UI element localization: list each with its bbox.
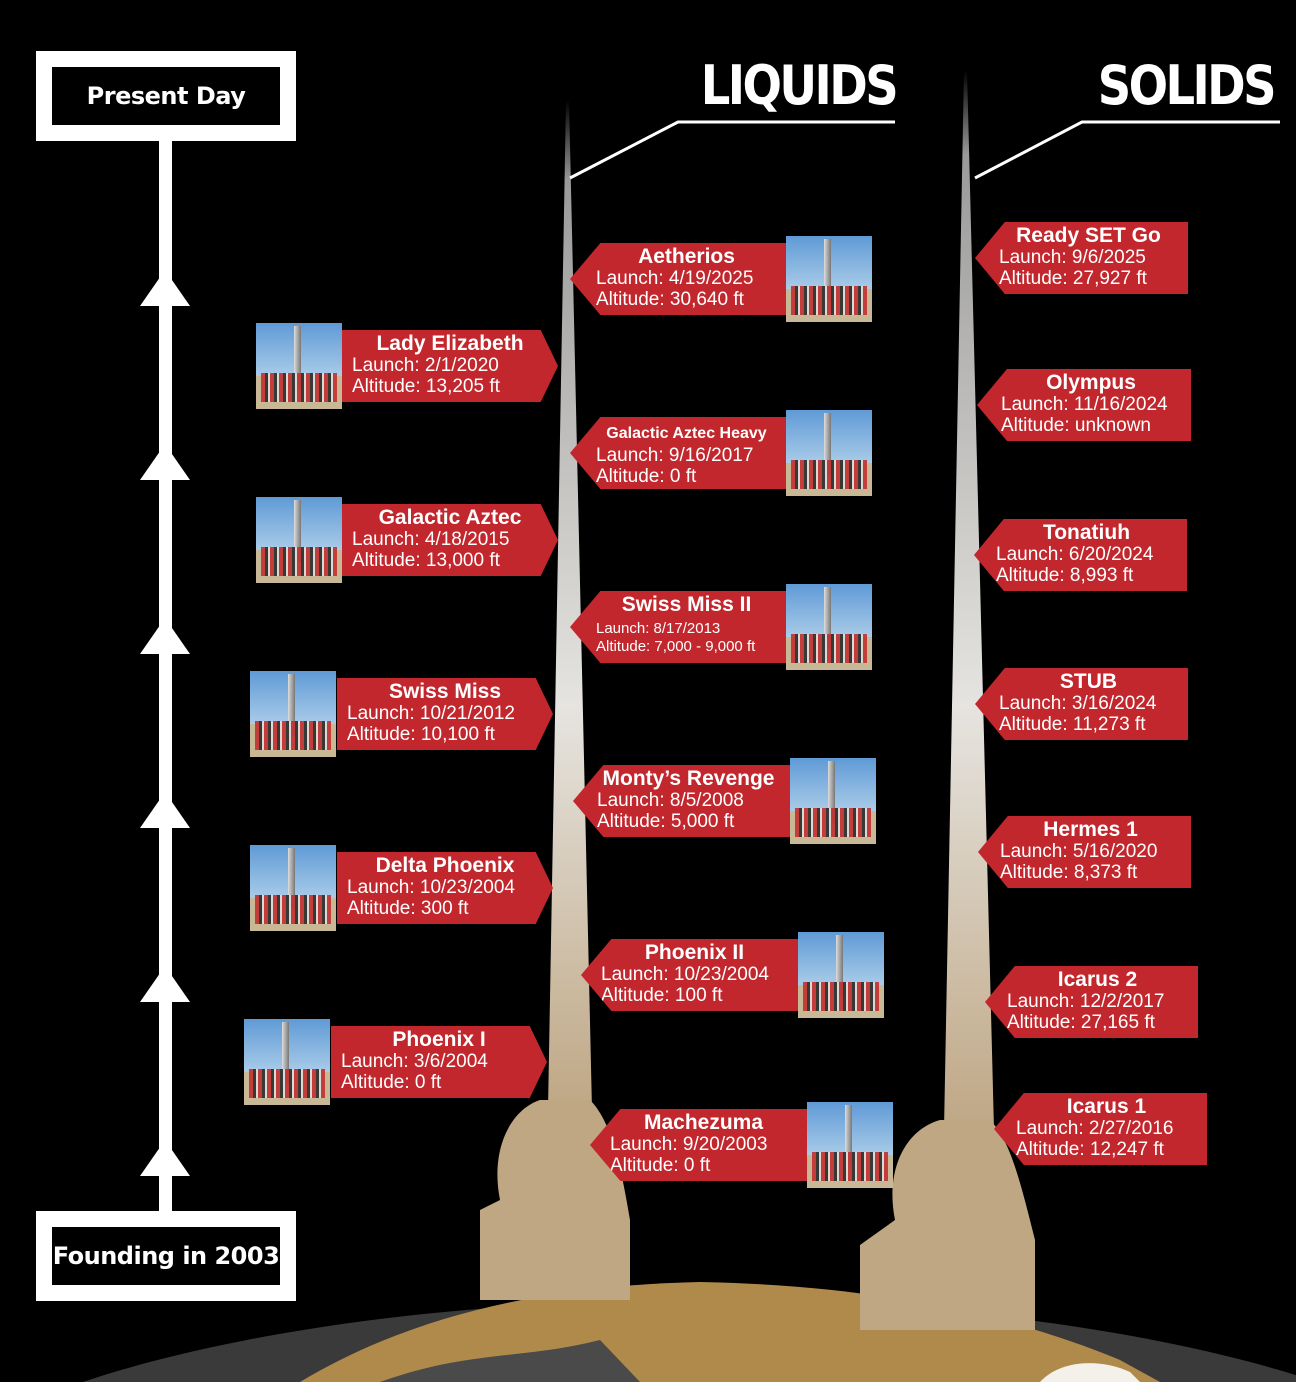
rocket-card-delta-phoenix[interactable]: Delta Phoenix Launch: 10/23/2004 Altitud…: [250, 845, 553, 931]
present-day-box: Present Day: [36, 51, 296, 141]
timeline-stem: [159, 138, 172, 1214]
rocket-card-phoenix-i[interactable]: Phoenix I Launch: 3/6/2004 Altitude: 0 f…: [244, 1019, 547, 1105]
team-photo: [244, 1019, 330, 1105]
liquids-smoke-plume: [480, 100, 630, 1300]
rocket-card-olympus[interactable]: Olympus Launch: 11/16/2024 Altitude: unk…: [977, 369, 1191, 441]
rocket-card-machezuma[interactable]: Machezuma Launch: 9/20/2003 Altitude: 0 …: [590, 1102, 893, 1188]
rocket-card-icarus-2[interactable]: Icarus 2 Launch: 12/2/2017 Altitude: 27,…: [985, 966, 1198, 1038]
solids-heading: SOLIDS: [1097, 54, 1277, 117]
team-photo: [786, 410, 872, 496]
rocket-card-aetherios[interactable]: Aetherios Launch: 4/19/2025 Altitude: 30…: [570, 236, 873, 322]
timeline-arrow-icon: [140, 618, 190, 654]
timeline-arrow-icon: [140, 792, 190, 828]
founding-label: Founding in 2003: [52, 1227, 280, 1285]
liquids-leader-line: [569, 120, 895, 180]
solids-leader-line: [974, 120, 1280, 180]
team-photo: [256, 323, 342, 409]
team-photo: [250, 845, 336, 931]
timeline-arrow-icon: [140, 444, 190, 480]
team-photo: [786, 584, 872, 670]
rocket-card-lady-elizabeth[interactable]: Lady Elizabeth Launch: 2/1/2020 Altitude…: [256, 323, 558, 409]
rocket-card-ready-set-go[interactable]: Ready SET Go Launch: 9/6/2025 Altitude: …: [975, 222, 1188, 294]
team-photo: [786, 236, 872, 322]
timeline-arrow-icon: [140, 270, 190, 306]
solids-smoke-plume: [860, 70, 1035, 1330]
founding-box: Founding in 2003: [36, 1211, 296, 1301]
team-photo: [807, 1102, 893, 1188]
rocket-card-phoenix-ii[interactable]: Phoenix II Launch: 10/23/2004 Altitude: …: [581, 932, 884, 1018]
team-photo: [798, 932, 884, 1018]
rocket-card-hermes-1[interactable]: Hermes 1 Launch: 5/16/2020 Altitude: 8,3…: [978, 816, 1191, 888]
team-photo: [250, 671, 336, 757]
rocket-card-icarus-1[interactable]: Icarus 1 Launch: 2/27/2016 Altitude: 12,…: [994, 1093, 1207, 1165]
present-day-label: Present Day: [52, 67, 280, 125]
team-photo: [790, 758, 876, 844]
team-photo: [256, 497, 342, 583]
rocket-card-montys-revenge[interactable]: Monty’s Revenge Launch: 8/5/2008 Altitud…: [573, 758, 876, 844]
rocket-card-galactic-aztec[interactable]: Galactic Aztec Launch: 4/18/2015 Altitud…: [256, 497, 558, 583]
liquids-heading: LIQUIDS: [700, 54, 899, 117]
rocket-card-swiss-miss[interactable]: Swiss Miss Launch: 10/21/2012 Altitude: …: [250, 671, 553, 757]
rocket-card-galactic-aztec-heavy[interactable]: Galactic Aztec Heavy Launch: 9/16/2017 A…: [570, 410, 873, 496]
timeline-arrow-icon: [140, 966, 190, 1002]
timeline-arrow-icon: [140, 1140, 190, 1176]
rocket-card-swiss-miss-ii[interactable]: Swiss Miss II Launch: 8/17/2013 Altitude…: [570, 584, 873, 670]
rocket-card-stub[interactable]: STUB Launch: 3/16/2024 Altitude: 11,273 …: [975, 668, 1188, 740]
rocket-card-tonatiuh[interactable]: Tonatiuh Launch: 6/20/2024 Altitude: 8,9…: [974, 519, 1187, 591]
